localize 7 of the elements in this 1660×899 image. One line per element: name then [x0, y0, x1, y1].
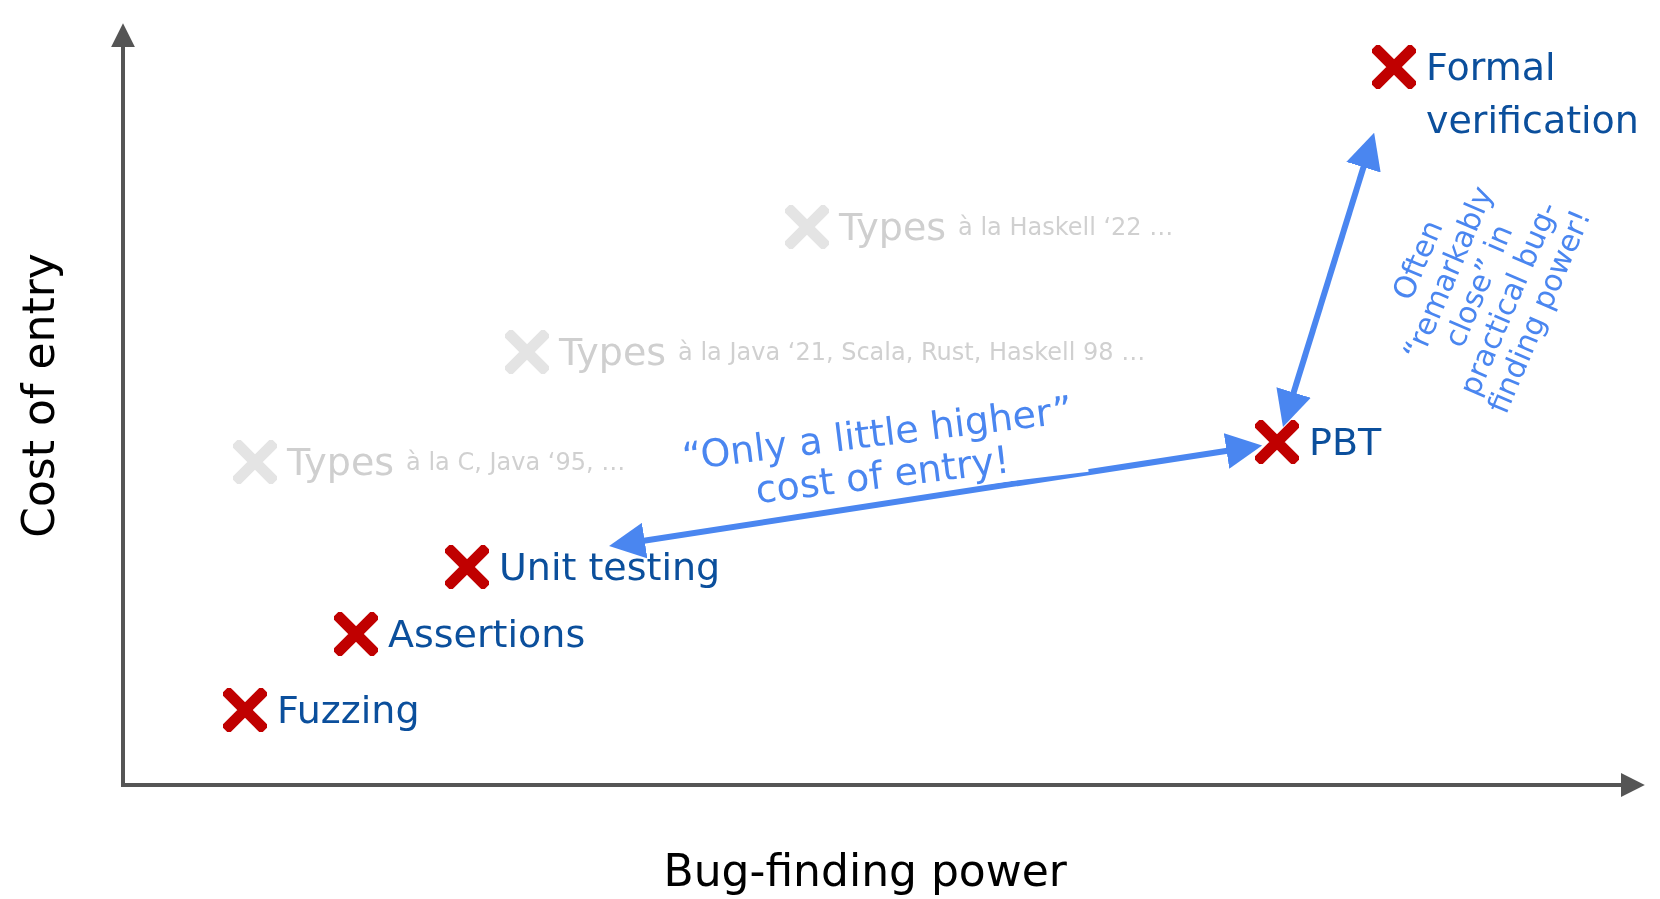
- y-axis-title: Cost of entry: [12, 252, 64, 538]
- x-axis-title: Bug-finding power: [663, 844, 1067, 896]
- double-arrow: [609, 433, 1263, 559]
- method-label: Fuzzing: [277, 688, 420, 732]
- double-arrow: [1276, 132, 1381, 427]
- method-label: Unit testing: [499, 545, 721, 589]
- method-label: Assertions: [388, 612, 586, 656]
